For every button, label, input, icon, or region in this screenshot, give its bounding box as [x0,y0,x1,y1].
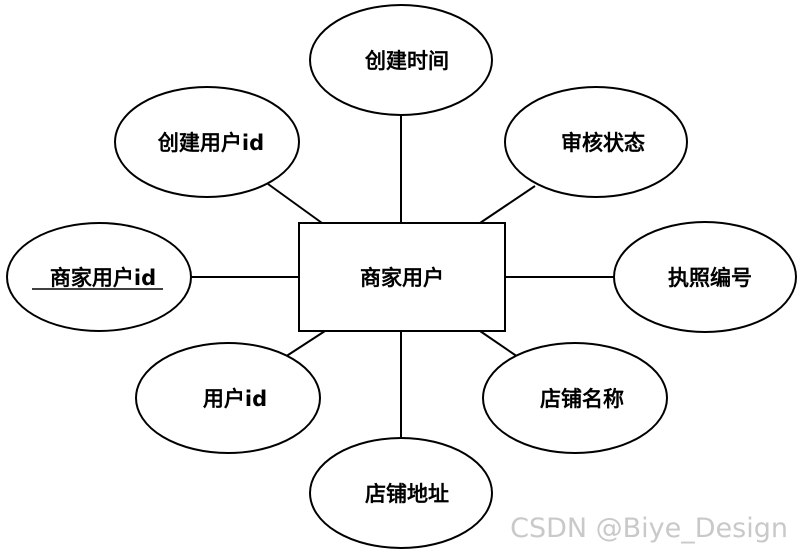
attribute-ellipse-right [613,221,797,333]
attribute-label-top: 创建时间 [364,49,449,73]
attribute-label-bottom-right: 店铺名称 [540,387,624,411]
attribute-ellipse-left [6,222,192,332]
attribute-label-top-right: 审核状态 [561,131,645,155]
attribute-label-right: 执照编号 [668,266,752,290]
attribute-ellipse-bottom-left [135,342,321,454]
attribute-label-top-left: 创建用户id [157,131,264,155]
attribute-ellipse-top-right [504,86,688,198]
connector-top-left [267,183,323,224]
attribute-ellipse-top [309,4,493,116]
attribute-label-left-primary-key: 商家用户id [50,266,156,290]
attribute-ellipse-bottom-right [482,342,668,454]
connector-top-right [479,185,536,224]
attribute-label-bottom: 店铺地址 [365,482,449,506]
entity-label: 商家用户 [360,266,444,290]
connector-bottom-left [284,330,326,358]
connector-bottom-right [479,330,519,358]
attribute-label-bottom-left: 用户id [203,387,267,411]
entity-box [298,222,506,332]
attribute-ellipse-bottom [309,437,493,549]
attribute-ellipse-top-left [114,86,300,198]
watermark: CSDN @Biye_Design [510,513,788,544]
